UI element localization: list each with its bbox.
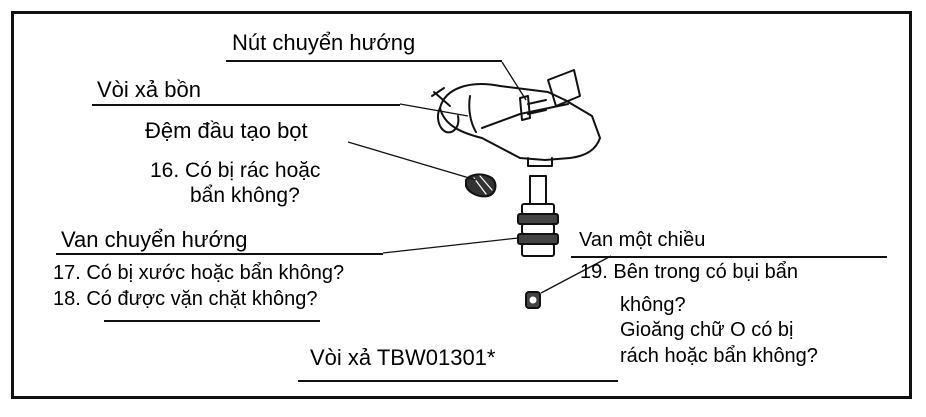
switch-button-underline	[226, 60, 502, 62]
check-valve-label: Van một chiều	[579, 229, 706, 251]
check-valve-underline	[571, 256, 887, 258]
diagram-frame	[11, 11, 912, 399]
tub-spout-underline	[92, 104, 400, 106]
q17-label: 17. Có bị xước hoặc bẩn không?	[53, 262, 345, 284]
switch-button-housing	[547, 69, 581, 107]
q18-underline	[104, 320, 320, 322]
q19-line4: rách hoặc bẩn không?	[620, 345, 818, 367]
diverter-valve-underline	[56, 253, 383, 255]
diverter-valve-part	[529, 175, 547, 205]
faucet-body	[439, 83, 601, 161]
faucet-spout-end	[437, 107, 460, 134]
spout-lever	[431, 87, 451, 107]
tub-spout-label: Vòi xả bồn	[97, 77, 201, 102]
model-label: Vòi xả TBW01301*	[310, 345, 496, 370]
q19-line3: Gioăng chữ O có bị	[620, 319, 794, 341]
aerator-label: Đệm đầu tạo bọt	[145, 118, 308, 143]
switch-button-label: Nút chuyển hướng	[232, 30, 416, 55]
q19-line1: 19. Bên trong có bụi bẩn	[580, 261, 798, 283]
q16-line1: 16. Có bị rác hoặc	[150, 159, 321, 182]
model-underline	[298, 380, 618, 382]
q19-line2: không?	[620, 294, 686, 316]
q16-line2: bẩn không?	[190, 184, 300, 207]
q18-label: 18. Có được vặn chặt không?	[53, 288, 318, 310]
aerator-part	[465, 173, 497, 198]
diverter-valve-label: Van chuyển hướng	[61, 227, 248, 252]
